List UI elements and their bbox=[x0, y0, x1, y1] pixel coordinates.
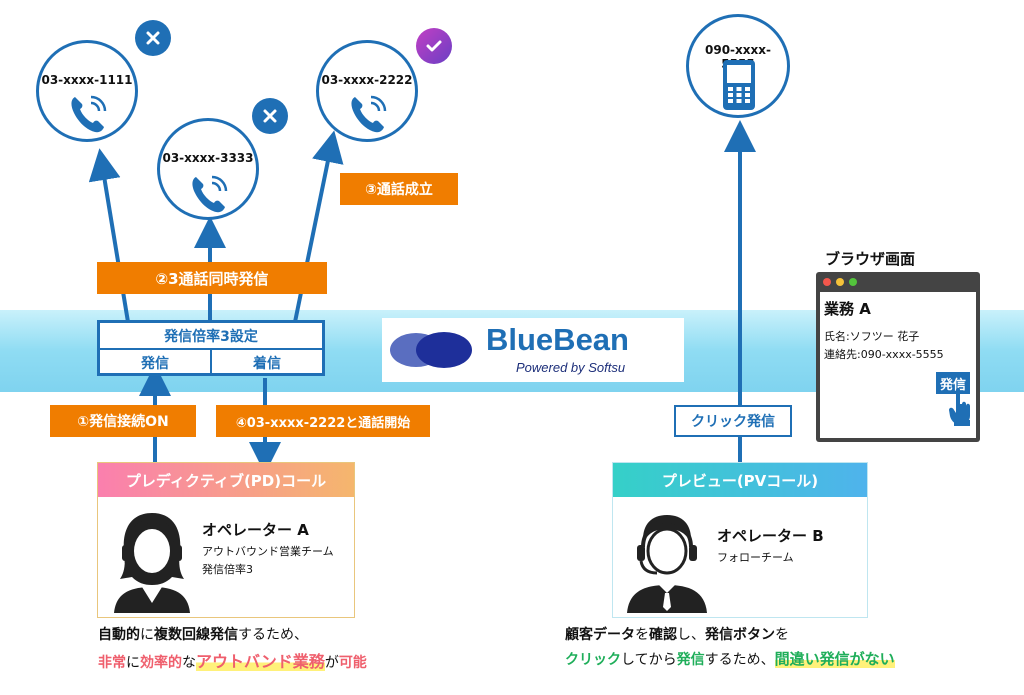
pv-caption-line-2: クリックしてから発信するため、間違い発信がない bbox=[565, 648, 895, 669]
logo-tagline: Powered by Softsu bbox=[516, 360, 626, 375]
caption-text: 可能 bbox=[338, 655, 367, 671]
task-title: 業務 A bbox=[824, 300, 871, 318]
caption-highlight: 間違い発信がない bbox=[774, 650, 895, 668]
caption-text: 効率的 bbox=[140, 655, 182, 671]
caption-text: を bbox=[775, 627, 789, 643]
simultaneous-call-label: ②3通話同時発信 bbox=[97, 262, 327, 294]
caption-text: し、 bbox=[677, 627, 705, 643]
pd-caption-line-1: 自動的に複数回線発信するため、 bbox=[98, 624, 308, 644]
logo-name: BlueBean bbox=[486, 322, 629, 357]
pv-operator-name: オペレーター B bbox=[717, 527, 824, 545]
caption-text: してから bbox=[621, 652, 677, 668]
rate-setting-title: 発信倍率3設定 bbox=[100, 323, 322, 350]
arrow-to-phone-3 bbox=[293, 130, 344, 323]
pd-card-header: プレディクティブ(PD)コール bbox=[98, 463, 354, 497]
pd-call-card: プレディクティブ(PD)コール オペレーター A アウトバウンド営業チーム 発信… bbox=[97, 462, 355, 618]
pd-caption-line-2: 非常に効率的なアウトバンド業務が可能 bbox=[98, 648, 367, 672]
pd-operator-name: オペレーター A bbox=[202, 521, 309, 539]
logo-mark-icon bbox=[390, 332, 472, 368]
check-icon bbox=[426, 40, 442, 52]
fail-badge-2 bbox=[252, 98, 288, 134]
call-start-label: ④03-xxxx-2222と通話開始 bbox=[216, 405, 430, 437]
pd-operator-team: アウトバウンド営業チーム bbox=[202, 545, 334, 558]
close-dot bbox=[823, 278, 831, 286]
bluebean-logo: BlueBean Powered by Softsu bbox=[382, 318, 684, 382]
browser-window: 業務 A 氏名:ソフツー 花子 連絡先:090-xxxx-5555 発信 bbox=[816, 272, 980, 442]
success-badge bbox=[416, 28, 452, 64]
hand-pointer-icon bbox=[949, 387, 970, 426]
phone-circle-1: 03-xxxx-1111 bbox=[36, 40, 138, 142]
customer-name: 氏名:ソフツー 花子 bbox=[824, 330, 920, 343]
pv-operator-team: フォローチーム bbox=[717, 551, 794, 564]
phone-circle-2: 03-xxxx-3333 bbox=[157, 118, 259, 220]
caption-text: 顧客データ bbox=[565, 627, 635, 643]
pd-operator-rate: 発信倍率3 bbox=[202, 563, 253, 576]
phone-icon bbox=[192, 175, 228, 213]
caption-text: 複数回線発信 bbox=[154, 627, 238, 643]
operator-female-icon bbox=[114, 513, 190, 613]
caption-text: 確認 bbox=[649, 627, 677, 643]
operator-male-icon bbox=[627, 515, 707, 613]
maximize-dot bbox=[849, 278, 857, 286]
caption-text: 自動的 bbox=[98, 627, 140, 643]
phone-number-1: 03-xxxx-1111 bbox=[41, 73, 133, 87]
caption-text: に bbox=[140, 627, 154, 643]
caption-text: が bbox=[324, 655, 339, 671]
close-icon bbox=[263, 109, 277, 123]
connect-on-label: ①発信接続ON bbox=[50, 405, 196, 437]
minimize-dot bbox=[836, 278, 844, 286]
customer-contact: 連絡先:090-xxxx-5555 bbox=[824, 348, 944, 361]
fail-badge-1 bbox=[135, 20, 171, 56]
caption-text: 発信ボタン bbox=[705, 627, 775, 643]
caption-highlight: アウトバンド業務 bbox=[196, 652, 325, 671]
mobile-circle: 090-xxxx-5555 bbox=[686, 14, 790, 118]
phone-icon bbox=[351, 95, 387, 133]
phone-icon bbox=[71, 95, 107, 133]
mobile-phone-icon bbox=[723, 60, 755, 110]
caption-text: 発信 bbox=[676, 652, 705, 668]
caption-text: するため、 bbox=[238, 627, 308, 643]
call-success-label: ③通話成立 bbox=[340, 173, 458, 205]
outgoing-cell: 発信 bbox=[100, 350, 212, 376]
caption-text: クリック bbox=[565, 652, 621, 668]
pv-call-card: プレビュー(PVコール) オペレーター B フォローチーム bbox=[612, 462, 868, 618]
caption-text: 非常 bbox=[98, 655, 126, 671]
pv-caption-line-1: 顧客データを確認し、発信ボタンを bbox=[565, 624, 789, 644]
close-icon bbox=[146, 31, 160, 45]
phone-number-3: 03-xxxx-2222 bbox=[321, 73, 413, 87]
caption-text: に bbox=[126, 655, 140, 671]
browser-title: ブラウザ画面 bbox=[825, 250, 916, 268]
incoming-cell: 着信 bbox=[253, 356, 281, 372]
phone-circle-3: 03-xxxx-2222 bbox=[316, 40, 418, 142]
browser-content: 業務 A 氏名:ソフツー 花子 連絡先:090-xxxx-5555 発信 bbox=[820, 292, 976, 438]
arrow-to-phone-1 bbox=[88, 148, 130, 323]
pv-card-header: プレビュー(PVコール) bbox=[613, 463, 867, 497]
caption-text: するため、 bbox=[704, 652, 775, 668]
caption-text: な bbox=[182, 655, 196, 671]
caption-text: を bbox=[635, 627, 649, 643]
rate-setting-box: 発信倍率3設定 発信 着信 bbox=[97, 320, 325, 376]
phone-number-2: 03-xxxx-3333 bbox=[162, 151, 254, 165]
click-call-label: クリック発信 bbox=[674, 405, 792, 437]
